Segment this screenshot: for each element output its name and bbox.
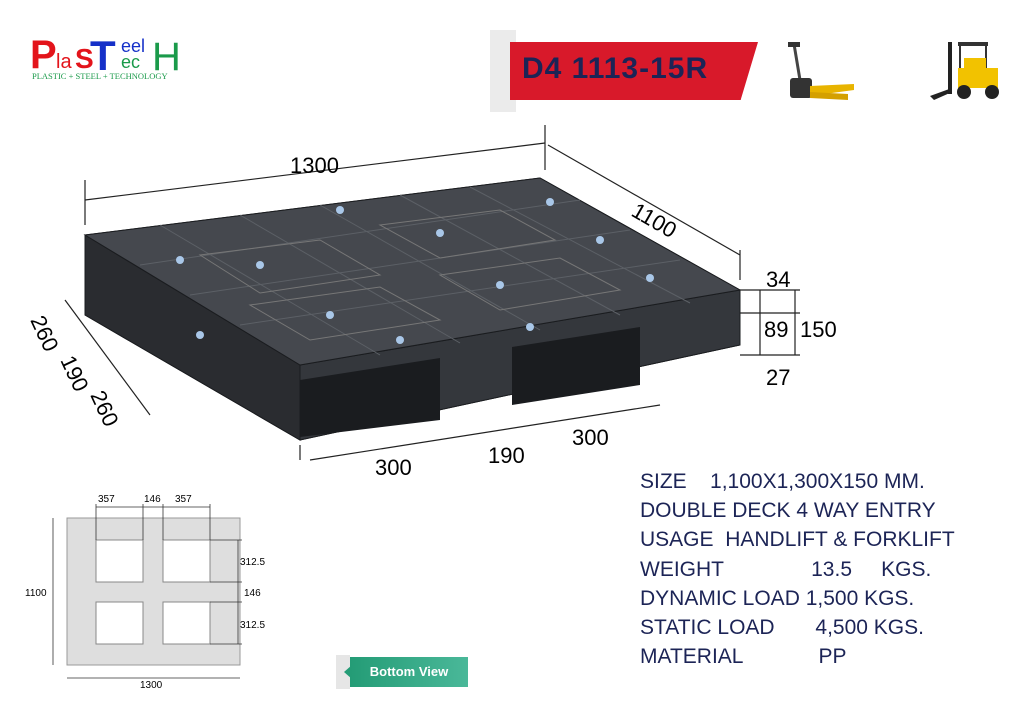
dim-front-a: 300 <box>375 455 412 475</box>
dim-middle: 89 <box>764 317 788 342</box>
dim-bottom-deck: 27 <box>766 365 790 390</box>
spec-usage: USAGE HANDLIFT & FORKLIFT <box>640 528 955 551</box>
forklift-icon <box>930 42 999 100</box>
dim-front-c: 300 <box>572 425 609 450</box>
bv-dim-height: 1100 <box>25 588 47 599</box>
label-tab <box>336 655 350 689</box>
dim-side-b: 190 <box>55 352 93 396</box>
label-arrow-icon <box>344 665 352 679</box>
spec-weight: WEIGHT 13.5 KGS. <box>640 558 932 581</box>
spec-material: MATERIAL PP <box>640 645 847 668</box>
svg-text:T: T <box>90 34 116 74</box>
bv-dim-right-a: 312.5 <box>240 557 265 568</box>
svg-text:S: S <box>75 43 94 74</box>
title-ribbon <box>510 42 758 100</box>
handlift-icon <box>788 42 854 100</box>
spec-static-load: STATIC LOAD 4,500 KGS. <box>640 616 924 639</box>
bottom-view-diagram: 357 146 357 312.5 146 312.5 1100 1300 <box>25 494 265 691</box>
bv-dim-top-b: 146 <box>144 494 161 505</box>
dim-top-deck: 34 <box>766 267 790 292</box>
svg-text:ec: ec <box>121 52 140 72</box>
bv-dim-right-b: 146 <box>244 588 261 599</box>
spec-size: SIZE 1,100X1,300X150 MM. <box>640 470 925 493</box>
dim-front-b: 190 <box>488 443 525 468</box>
spec-dynamic-load: DYNAMIC LOAD 1,500 KGS. <box>640 587 915 610</box>
svg-text:la: la <box>56 51 72 73</box>
svg-text:eel: eel <box>121 36 145 56</box>
bv-dim-right-c: 312.5 <box>240 620 265 631</box>
spec-deck: DOUBLE DECK 4 WAY ENTRY <box>640 499 936 522</box>
svg-text:P: P <box>30 34 57 74</box>
company-logo: P la S T eel ec H <box>30 34 181 74</box>
dim-side-c: 260 <box>85 387 123 431</box>
bottom-view-text: Bottom View <box>350 657 468 687</box>
dim-length: 1300 <box>290 153 339 178</box>
bv-dim-top-c: 357 <box>175 494 192 505</box>
pallet-illustration: 1300 1100 34 89 150 27 260 190 260 300 1… <box>25 125 837 475</box>
bv-dim-width: 1300 <box>140 680 163 691</box>
dim-total-height: 150 <box>800 317 837 342</box>
product-code: D4 1113-15R <box>522 52 709 85</box>
bv-dim-top-a: 357 <box>98 494 115 505</box>
logo-tagline: PLASTIC + STEEL + TECHNOLOGY <box>32 71 168 81</box>
bottom-view-label: Bottom View <box>336 655 468 689</box>
dim-side-a: 260 <box>25 312 63 356</box>
svg-text:H: H <box>152 35 181 74</box>
